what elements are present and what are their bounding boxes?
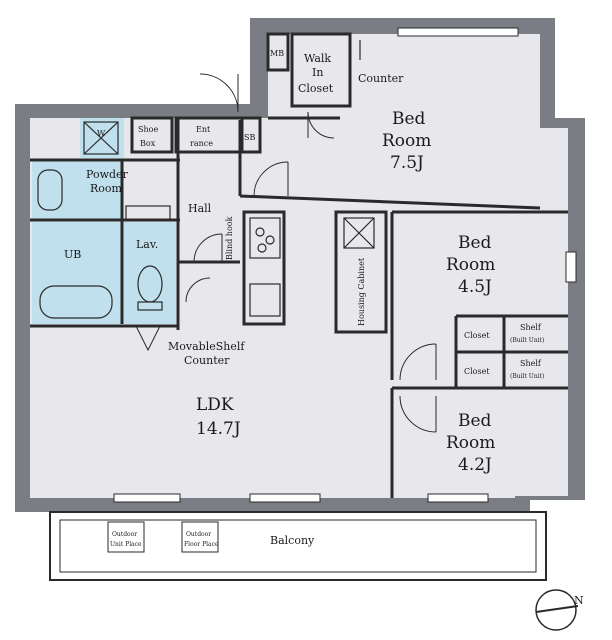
sink-icon xyxy=(37,169,63,211)
label-hall: Hall xyxy=(188,202,212,215)
window-bed2-side xyxy=(565,251,577,283)
unit-bath-area xyxy=(32,222,122,324)
label-bed1-size: 7.5J xyxy=(390,153,424,173)
refrigerator-icon xyxy=(343,217,375,249)
labels: Bed Room 7.5J Bed Room 4.5J Bed Room 4.2… xyxy=(64,49,584,607)
windows xyxy=(113,27,577,503)
label-closet-a: Closet xyxy=(464,331,490,340)
label-ub: UB xyxy=(64,248,81,261)
label-blind-hook: Blind hook xyxy=(225,216,234,260)
label-counter-bottom: Counter xyxy=(184,354,230,367)
label-movable-shelf: MovableShelf xyxy=(168,340,245,353)
window-bed3-bottom xyxy=(427,493,489,503)
window-ldk-bottom-1 xyxy=(113,493,181,503)
label-bed3-size: 4.2J xyxy=(458,455,492,475)
label-bed1-room: Room xyxy=(382,131,431,151)
label-bed3-room: Room xyxy=(446,433,495,453)
outdoor-unit-2-icon xyxy=(181,521,219,553)
label-entrance-2: rance xyxy=(190,139,213,148)
label-walkin-1: Walk xyxy=(304,52,331,65)
label-bed2-name: Bed xyxy=(458,233,492,253)
outdoor-unit-1-icon xyxy=(107,521,145,553)
label-housing-cabinet: Housing Cabinet xyxy=(357,257,366,326)
label-unit1-a: Outdoor xyxy=(112,531,137,538)
label-balcony: Balcony xyxy=(270,534,315,547)
compass-icon xyxy=(535,589,577,631)
label-unit1-b: Unit Place xyxy=(110,541,142,548)
label-bed3-name: Bed xyxy=(458,411,492,431)
label-shelf-b: Shelf xyxy=(520,359,542,368)
label-bed2-size: 4.5J xyxy=(458,277,492,297)
label-compass-n: N xyxy=(574,594,584,607)
doors xyxy=(135,73,437,433)
label-shelf-a-sub: (Built Unit) xyxy=(510,337,544,344)
interior-walls xyxy=(30,32,568,498)
label-shoe-1: Shoe xyxy=(138,125,158,134)
label-unit2-b: Floor Place xyxy=(184,541,219,548)
label-counter-top: Counter xyxy=(358,72,404,85)
label-wash: W xyxy=(97,129,106,138)
lavatory-area xyxy=(124,222,176,324)
balcony xyxy=(49,511,547,581)
label-powder-1: Powder xyxy=(86,168,129,181)
label-shoe-2: Box xyxy=(140,139,156,148)
label-sb: SB xyxy=(244,133,255,142)
label-ldk-name: LDK xyxy=(196,395,234,415)
bathtub-icon xyxy=(39,285,113,319)
label-bed2-room: Room xyxy=(446,255,495,275)
stove-icon xyxy=(249,217,281,259)
label-shelf-a: Shelf xyxy=(520,323,542,332)
label-unit2-a: Outdoor xyxy=(186,531,211,538)
label-lav: Lav. xyxy=(136,238,158,251)
label-entrance-1: Ent xyxy=(196,125,211,134)
kitchen-sink-icon xyxy=(249,283,281,317)
window-ldk-bottom-2 xyxy=(249,493,321,503)
label-powder-2: Room xyxy=(90,182,123,195)
label-ldk-size: 14.7J xyxy=(196,419,241,439)
fixtures xyxy=(37,40,375,319)
label-shelf-b-sub: (Built Unit) xyxy=(510,373,544,380)
washer-icon xyxy=(83,121,119,155)
compass xyxy=(535,589,579,631)
label-walkin-2: In xyxy=(312,66,323,79)
interior-floor xyxy=(30,34,568,498)
label-walkin-3: Closet xyxy=(298,82,334,95)
label-mb: MB xyxy=(270,49,284,58)
window-bed1-top xyxy=(397,27,519,37)
label-closet-b: Closet xyxy=(464,367,490,376)
label-bed1-name: Bed xyxy=(392,109,426,129)
